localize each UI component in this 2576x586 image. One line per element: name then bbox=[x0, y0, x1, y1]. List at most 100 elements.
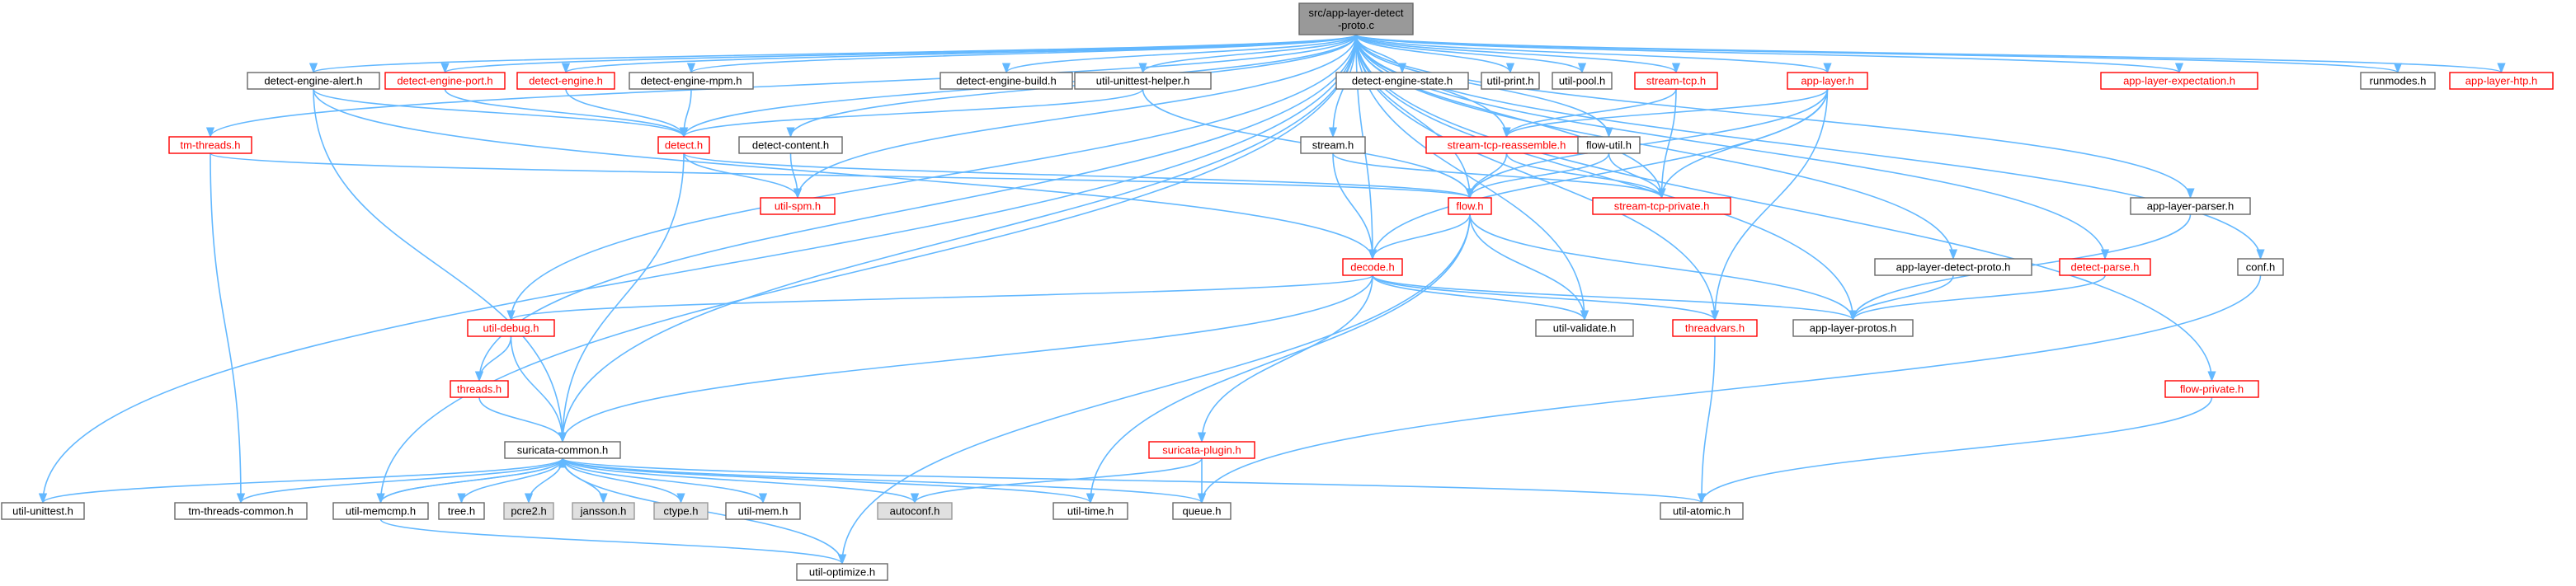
node-box-app-layer-parser bbox=[2130, 197, 2251, 215]
edge-tm-threads-to-tm-threads-common bbox=[210, 152, 246, 504]
node-app-layer-expectation[interactable]: app-layer-expectation.h bbox=[2100, 72, 2258, 90]
edge-root-to-util-memcmp bbox=[376, 34, 1357, 504]
node-label-queue: queue.h bbox=[1183, 505, 1222, 518]
node-label-util-memcmp: util-memcmp.h bbox=[346, 505, 416, 518]
node-util-optimize[interactable]: util-optimize.h bbox=[796, 563, 888, 581]
edge-flow-to-decode bbox=[1368, 213, 1471, 260]
edge-flow-to-util-validate bbox=[1469, 213, 1589, 321]
edge-suricata-common-to-queue bbox=[562, 457, 1206, 504]
node-util-memcmp[interactable]: util-memcmp.h bbox=[332, 502, 429, 520]
node-detect-content[interactable]: detect-content.h bbox=[738, 136, 843, 154]
edge-util-unittest-helper-to-detect bbox=[680, 88, 1144, 138]
edge-stream-to-stream-tcp-private bbox=[1332, 152, 1666, 199]
node-label-decode: decode.h bbox=[1350, 261, 1395, 274]
node-util-print[interactable]: util-print.h bbox=[1481, 72, 1540, 90]
edge-suricata-plugin-to-autoconf bbox=[911, 457, 1203, 504]
node-suricata-common[interactable]: suricata-common.h bbox=[504, 441, 621, 459]
node-label-detect-engine-port: detect-engine-port.h bbox=[397, 75, 492, 87]
node-tm-threads[interactable]: tm-threads.h bbox=[168, 136, 252, 154]
node-detect-engine-port[interactable]: detect-engine-port.h bbox=[384, 72, 506, 90]
node-flow-util[interactable]: flow-util.h bbox=[1577, 136, 1641, 154]
edge-root-to-stream-tcp bbox=[1355, 34, 1680, 74]
node-flow-private[interactable]: flow-private.h bbox=[2164, 380, 2259, 398]
node-detect-engine-state[interactable]: detect-engine-state.h bbox=[1335, 72, 1469, 90]
node-tree[interactable]: tree.h bbox=[438, 502, 485, 520]
node-box-app-layer-detect-proto bbox=[1874, 258, 2032, 276]
node-label-conf: conf.h bbox=[2246, 261, 2275, 274]
edge-root-to-util-pool bbox=[1355, 34, 1586, 74]
node-threads[interactable]: threads.h bbox=[450, 380, 509, 398]
edge-root-to-stream-tcp-private bbox=[1355, 34, 1666, 199]
node-app-layer-detect-proto[interactable]: app-layer-detect-proto.h bbox=[1874, 258, 2032, 276]
node-app-layer-protos[interactable]: app-layer-protos.h bbox=[1792, 319, 1914, 337]
edge-detect-engine-to-detect bbox=[565, 88, 689, 138]
node-app-layer[interactable]: app-layer.h bbox=[1787, 72, 1868, 90]
node-label-pcre2: pcre2.h bbox=[511, 505, 546, 518]
node-stream-tcp[interactable]: stream-tcp.h bbox=[1634, 72, 1718, 90]
edge-util-memcmp-to-util-optimize bbox=[379, 518, 846, 565]
node-detect-engine[interactable]: detect-engine.h bbox=[516, 72, 615, 90]
node-util-pool[interactable]: util-pool.h bbox=[1552, 72, 1613, 90]
node-label-tm-threads: tm-threads.h bbox=[181, 139, 241, 152]
node-tm-threads-common[interactable]: tm-threads-common.h bbox=[174, 502, 308, 520]
edge-util-memcmp-to-suricata-common bbox=[379, 457, 567, 504]
node-util-spm[interactable]: util-spm.h bbox=[760, 197, 836, 215]
node-label-threads: threads.h bbox=[457, 383, 502, 396]
node-box-flow-util bbox=[1577, 136, 1641, 154]
node-util-debug[interactable]: util-debug.h bbox=[467, 319, 555, 337]
node-ctype: ctype.h bbox=[653, 502, 709, 520]
node-box-threadvars bbox=[1672, 319, 1758, 337]
node-queue[interactable]: queue.h bbox=[1172, 502, 1231, 520]
node-box-util-unittest bbox=[1, 502, 85, 520]
node-box-detect-engine-state bbox=[1335, 72, 1469, 90]
node-app-layer-parser[interactable]: app-layer-parser.h bbox=[2130, 197, 2251, 215]
node-util-unittest-helper[interactable]: util-unittest-helper.h bbox=[1074, 72, 1212, 90]
node-runmodes[interactable]: runmodes.h bbox=[2360, 72, 2436, 90]
edge-threads-to-suricata-common bbox=[478, 396, 567, 443]
edge-root-to-detect-engine-build bbox=[1002, 34, 1357, 74]
node-box-detect-parse bbox=[2059, 258, 2151, 276]
node-util-validate[interactable]: util-validate.h bbox=[1535, 319, 1634, 337]
node-detect-engine-build[interactable]: detect-engine-build.h bbox=[940, 72, 1073, 90]
node-flow[interactable]: flow.h bbox=[1448, 197, 1492, 215]
node-label-app-layer-detect-proto: app-layer-detect-proto.h bbox=[1896, 261, 2011, 274]
edge-root-to-tm-threads bbox=[206, 34, 1357, 138]
node-label-util-print: util-print.h bbox=[1486, 75, 1533, 87]
node-detect-engine-mpm[interactable]: detect-engine-mpm.h bbox=[629, 72, 754, 90]
node-box-detect-engine-alert bbox=[247, 72, 380, 90]
node-util-mem[interactable]: util-mem.h bbox=[725, 502, 801, 520]
node-decode[interactable]: decode.h bbox=[1342, 258, 1403, 276]
node-stream[interactable]: stream.h bbox=[1300, 136, 1366, 154]
node-conf[interactable]: conf.h bbox=[2237, 258, 2284, 276]
edges-layer bbox=[38, 34, 2505, 565]
node-detect[interactable]: detect.h bbox=[657, 136, 710, 154]
node-label-tree: tree.h bbox=[448, 505, 475, 518]
node-box-detect bbox=[657, 136, 710, 154]
node-box-tm-threads-common bbox=[174, 502, 308, 520]
node-box-conf bbox=[2237, 258, 2284, 276]
node-stream-tcp-private[interactable]: stream-tcp-private.h bbox=[1592, 197, 1731, 215]
node-threadvars[interactable]: threadvars.h bbox=[1672, 319, 1758, 337]
node-util-unittest[interactable]: util-unittest.h bbox=[1, 502, 85, 520]
node-util-atomic[interactable]: util-atomic.h bbox=[1660, 502, 1744, 520]
edge-detect-parse-to-app-layer-protos bbox=[1848, 274, 2106, 321]
node-detect-parse[interactable]: detect-parse.h bbox=[2059, 258, 2151, 276]
node-detect-engine-alert[interactable]: detect-engine-alert.h bbox=[247, 72, 380, 90]
node-label-detect-engine: detect-engine.h bbox=[529, 75, 603, 87]
node-box-tree bbox=[438, 502, 485, 520]
node-box-util-debug bbox=[467, 319, 555, 337]
node-util-time[interactable]: util-time.h bbox=[1053, 502, 1128, 520]
edge-detect-engine-port-to-detect bbox=[444, 88, 689, 138]
node-label-util-optimize: util-optimize.h bbox=[809, 566, 875, 579]
edge-suricata-common-to-util-time bbox=[562, 457, 1095, 504]
node-label-flow-private: flow-private.h bbox=[2180, 383, 2244, 396]
node-label-util-debug: util-debug.h bbox=[483, 322, 539, 335]
node-app-layer-htp[interactable]: app-layer-htp.h bbox=[2449, 72, 2554, 90]
node-label-detect: detect.h bbox=[665, 139, 703, 152]
node-box-detect-engine bbox=[516, 72, 615, 90]
node-suricata-plugin[interactable]: suricata-plugin.h bbox=[1148, 441, 1255, 459]
node-label-util-pool: util-pool.h bbox=[1559, 75, 1605, 87]
node-root[interactable]: src/app-layer-detect-proto.c bbox=[1298, 2, 1414, 35]
node-stream-tcp-reassemble[interactable]: stream-tcp-reassemble.h bbox=[1425, 136, 1588, 154]
node-box-detect-engine-mpm bbox=[629, 72, 754, 90]
